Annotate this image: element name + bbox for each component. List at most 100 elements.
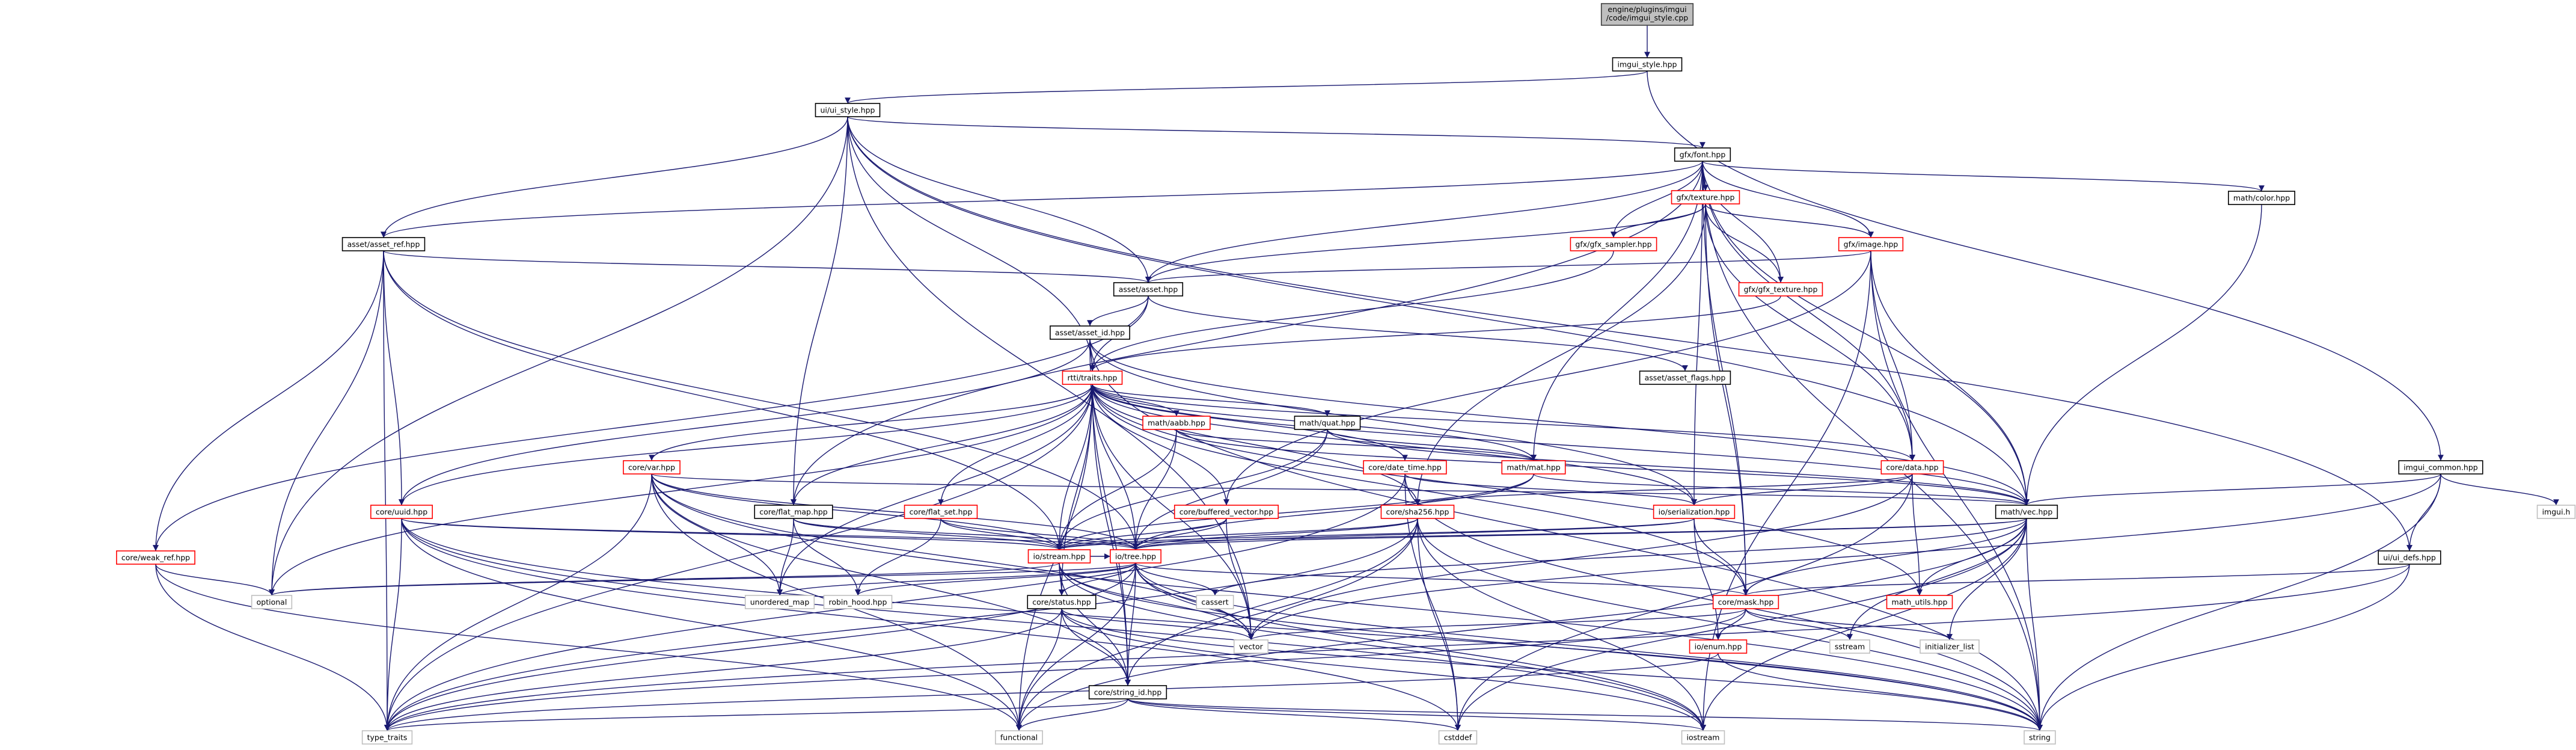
node-math-mat[interactable]: math/mat.hpp xyxy=(1501,460,1566,475)
edge-math-quat-to-math-vec xyxy=(1327,429,2030,506)
edge-rtti-traits-to-type-traits xyxy=(384,384,1093,731)
node-imgui-h[interactable]: imgui.h xyxy=(2536,505,2576,519)
edge-rtti-traits-to-core-uuid xyxy=(399,384,1093,506)
node-string[interactable]: string xyxy=(2024,730,2056,745)
edge-gfx-texture-to-core-sha256 xyxy=(1415,203,1706,506)
node-asset-ref[interactable]: asset/asset_ref.hpp xyxy=(341,237,426,251)
node-label: math/mat.hpp xyxy=(1507,463,1560,472)
edge-core-uuid-to-io-tree xyxy=(401,518,1139,550)
node-imgui-style[interactable]: imgui_style.hpp xyxy=(1612,57,1683,72)
node-core-sha256[interactable]: core/sha256.hpp xyxy=(1380,505,1455,519)
node-core-flat-map[interactable]: core/flat_map.hpp xyxy=(754,505,833,519)
node-label: math/color.hpp xyxy=(2233,194,2290,203)
node-initializer-list[interactable]: initializer_list xyxy=(1920,639,1980,654)
node-unordered-map[interactable]: unordered_map xyxy=(744,595,815,609)
node-math-quat[interactable]: math/quat.hpp xyxy=(1294,416,1361,430)
node-label: core/sha256.hpp xyxy=(1386,508,1449,517)
node-asset-asset[interactable]: asset/asset.hpp xyxy=(1113,282,1184,297)
edge-rtti-traits-to-math-vec xyxy=(1092,384,2030,506)
node-functional[interactable]: functional xyxy=(995,730,1043,745)
node-label: /code/imgui_style.cpp xyxy=(1606,13,1689,22)
edge-math-vec-to-initializer-list xyxy=(1947,518,2027,641)
node-gfx-font[interactable]: gfx/font.hpp xyxy=(1674,147,1731,162)
node-label: iostream xyxy=(1687,733,1720,742)
edge-math-vec-to-cstddef xyxy=(1455,518,2027,731)
node-box xyxy=(116,550,195,565)
node-core-data[interactable]: core/data.hpp xyxy=(1880,460,1944,475)
node-math-aabb[interactable]: math/aabb.hpp xyxy=(1142,416,1211,430)
edge-rtti-traits-to-unordered-map xyxy=(777,384,1093,596)
node-gfx-texture[interactable]: gfx/texture.hpp xyxy=(1671,190,1740,204)
node-core-mask[interactable]: core/mask.hpp xyxy=(1712,595,1779,609)
node-label: asset/asset_id.hpp xyxy=(1055,328,1125,337)
node-cassert[interactable]: cassert xyxy=(1196,595,1234,609)
node-label: core/date_time.hpp xyxy=(1368,463,1442,472)
node-gfx-image[interactable]: gfx/image.hpp xyxy=(1838,237,1904,251)
edge-io-stream-to-iostream xyxy=(1059,562,1706,731)
node-core-string-id[interactable]: core/string_id.hpp xyxy=(1088,685,1167,699)
edge-io-tree-to-core-string-id xyxy=(1125,562,1136,686)
node-type-traits[interactable]: type_traits xyxy=(361,730,413,745)
node-label: math/vec.hpp xyxy=(2001,508,2053,517)
node-gfx-gfx-texture[interactable]: gfx/gfx_texture.hpp xyxy=(1738,282,1823,297)
node-label: robin_hood.hpp xyxy=(828,598,887,607)
node-box xyxy=(1501,460,1566,475)
node-box xyxy=(1689,639,1748,654)
edge-gfx-texture-to-gfx-gfx-texture xyxy=(1705,203,1784,283)
node-optional[interactable]: optional xyxy=(251,595,293,609)
node-asset-id[interactable]: asset/asset_id.hpp xyxy=(1050,325,1130,340)
edge-core-sha256-to-core-string-id xyxy=(1125,518,1418,686)
node-io-tree[interactable]: io/tree.hpp xyxy=(1110,549,1161,564)
node-math-color[interactable]: math/color.hpp xyxy=(2228,191,2295,205)
node-box xyxy=(1062,370,1123,385)
node-root[interactable]: engine/plugins/imgui/code/imgui_style.cp… xyxy=(1600,3,1694,26)
node-rtti-traits[interactable]: rtti/traits.hpp xyxy=(1062,370,1123,385)
node-core-var[interactable]: core/var.hpp xyxy=(623,460,681,475)
edge-ui-defs-to-type-traits xyxy=(384,564,2410,731)
edge-asset-ref-to-type-traits xyxy=(383,250,390,731)
node-box xyxy=(1600,3,1694,26)
edge-core-sha256-to-type-traits xyxy=(384,518,1418,731)
node-core-weak-ref[interactable]: core/weak_ref.hpp xyxy=(116,550,195,565)
node-robin-hood[interactable]: robin_hood.hpp xyxy=(823,595,893,609)
node-label: string xyxy=(2029,733,2051,742)
node-asset-flags[interactable]: asset/asset_flags.hpp xyxy=(1639,370,1731,385)
node-label: initializer_list xyxy=(1925,642,1974,651)
node-vector[interactable]: vector xyxy=(1233,639,1269,654)
edge-asset-id-to-io-serialization xyxy=(1089,339,1697,506)
edge-imgui-style-to-ui-style xyxy=(845,70,1648,104)
node-gfx-sampler[interactable]: gfx/gfx_sampler.hpp xyxy=(1570,237,1657,251)
edge-core-status-to-functional xyxy=(1016,608,1062,731)
node-label: gfx/image.hpp xyxy=(1844,240,1898,249)
edge-math-aabb-to-io-tree xyxy=(1133,429,1177,550)
edge-math-quat-to-io-tree xyxy=(1133,429,1328,550)
node-imgui-common[interactable]: imgui_common.hpp xyxy=(2398,460,2483,475)
node-box xyxy=(1653,505,1736,519)
node-io-serialization[interactable]: io/serialization.hpp xyxy=(1653,505,1736,519)
edge-gfx-font-to-asset-asset xyxy=(1145,161,1703,283)
node-core-status[interactable]: core/status.hpp xyxy=(1027,595,1097,609)
edge-core-mask-to-type-traits xyxy=(384,608,1746,731)
node-ui-defs[interactable]: ui/ui_defs.hpp xyxy=(2378,550,2441,565)
node-box xyxy=(1110,549,1161,564)
edge-gfx-gfx-texture-to-rtti-traits xyxy=(1089,295,1781,372)
node-io-enum[interactable]: io/enum.hpp xyxy=(1689,639,1748,654)
node-math-utils[interactable]: math_utils.hpp xyxy=(1886,595,1953,609)
node-box xyxy=(1738,282,1823,297)
node-ui-style[interactable]: ui/ui_style.hpp xyxy=(815,103,881,117)
node-iostream[interactable]: iostream xyxy=(1681,730,1725,745)
node-io-stream[interactable]: io/stream.hpp xyxy=(1027,549,1091,564)
node-math-vec[interactable]: math/vec.hpp xyxy=(1995,505,2058,519)
node-core-uuid[interactable]: core/uuid.hpp xyxy=(370,505,433,519)
node-box xyxy=(1681,730,1725,745)
node-box xyxy=(1671,190,1740,204)
node-cstddef[interactable]: cstddef xyxy=(1438,730,1478,745)
node-core-flat-set[interactable]: core/flat_set.hpp xyxy=(904,505,978,519)
edge-ui-defs-to-core-mask xyxy=(1743,564,2410,596)
node-core-buffered-vector[interactable]: core/buffered_vector.hpp xyxy=(1173,505,1279,519)
node-label: core/data.hpp xyxy=(1886,463,1938,472)
node-core-date-time[interactable]: core/date_time.hpp xyxy=(1363,460,1447,475)
edge-imgui-style-to-imgui-common xyxy=(1647,70,2444,461)
node-sstream[interactable]: sstream xyxy=(1829,639,1870,654)
